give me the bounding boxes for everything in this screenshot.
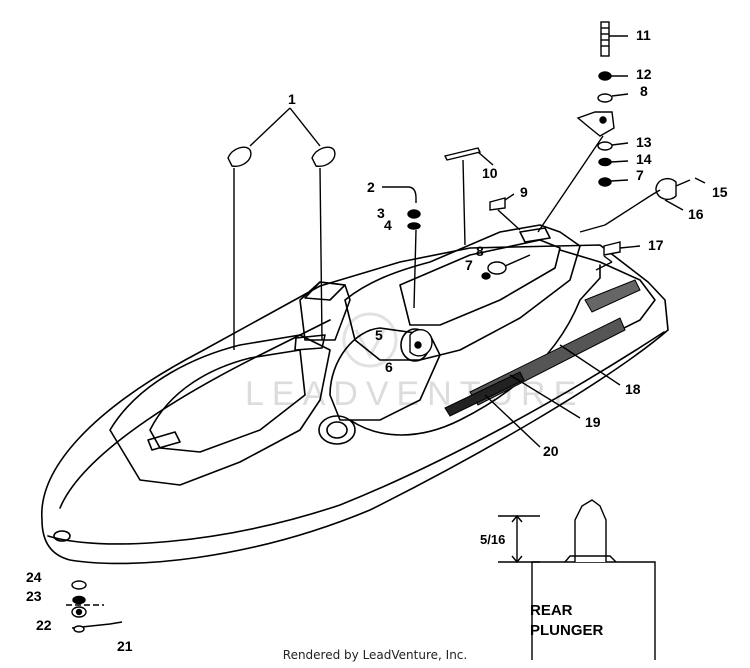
callout-6: 6 bbox=[385, 359, 393, 375]
callout-22: 22 bbox=[36, 617, 52, 633]
callout-24: 24 bbox=[26, 569, 42, 585]
callout-21: 21 bbox=[117, 638, 133, 654]
callout-labels: 1 2 3 4 5 6 7 7 8 8 9 10 11 12 13 14 15 … bbox=[26, 27, 728, 654]
callout-8b: 8 bbox=[640, 83, 648, 99]
hull-strips bbox=[444, 279, 641, 417]
callout-5: 5 bbox=[375, 327, 383, 343]
callout-9: 9 bbox=[520, 184, 528, 200]
watermark-text: LEADVENTURE bbox=[245, 375, 584, 413]
callout-13: 13 bbox=[636, 134, 652, 150]
callout-7b: 7 bbox=[636, 167, 644, 183]
callout-16: 16 bbox=[688, 206, 704, 222]
plunger-dimension: 5/16 bbox=[480, 532, 505, 547]
callout-10: 10 bbox=[482, 165, 498, 181]
callout-19: 19 bbox=[585, 414, 601, 430]
callout-23: 23 bbox=[26, 588, 42, 604]
parts-and-leaders bbox=[66, 21, 706, 660]
callout-4: 4 bbox=[384, 217, 392, 233]
callout-2: 2 bbox=[367, 179, 375, 195]
callout-3: 3 bbox=[377, 205, 385, 221]
rear-plunger-title-line2: PLUNGER bbox=[530, 622, 604, 639]
rear-plunger-detail: 5/16 REAR PLUNGER bbox=[480, 532, 604, 639]
callout-1: 1 bbox=[288, 91, 296, 107]
callout-14: 14 bbox=[636, 151, 652, 167]
callout-15: 15 bbox=[712, 184, 728, 200]
rear-plunger-title-line1: REAR bbox=[530, 602, 573, 619]
callout-12: 12 bbox=[636, 66, 652, 82]
footer-credit: Rendered by LeadVenture, Inc. bbox=[282, 648, 468, 662]
callout-8a: 8 bbox=[476, 243, 484, 259]
callout-17: 17 bbox=[648, 237, 664, 253]
hull-drawing bbox=[41, 224, 669, 565]
callout-7a: 7 bbox=[465, 257, 473, 273]
callout-18: 18 bbox=[625, 381, 641, 397]
callout-20: 20 bbox=[543, 443, 559, 459]
callout-11: 11 bbox=[636, 27, 651, 43]
